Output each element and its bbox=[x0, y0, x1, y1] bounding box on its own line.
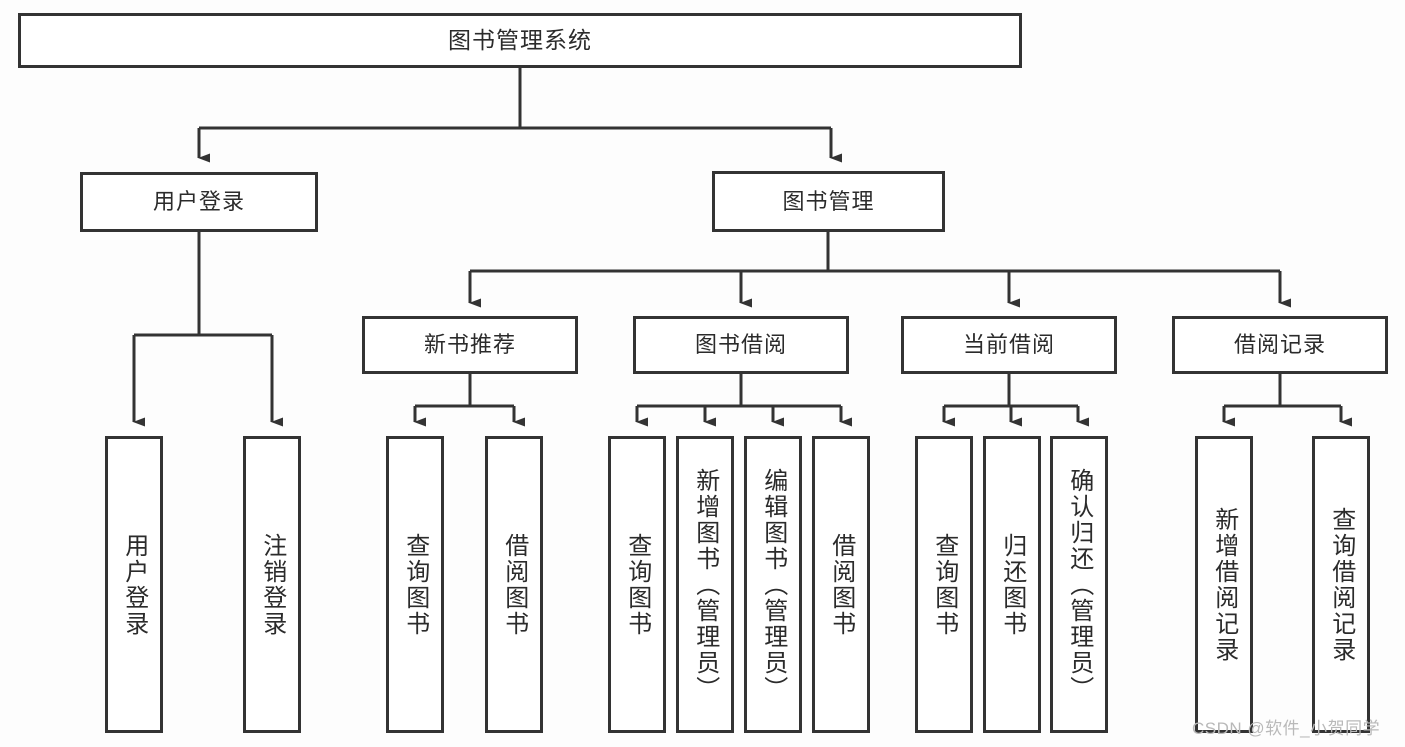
node-label: 当前借阅 bbox=[962, 332, 1055, 358]
node-book-management[interactable]: 图书管理 bbox=[712, 171, 945, 232]
leaf-current-borrow-return-book[interactable]: 归还图书 bbox=[983, 436, 1041, 733]
node-user-login[interactable]: 用户登录 bbox=[80, 172, 318, 232]
node-label: 查询图书 bbox=[623, 532, 651, 637]
leaf-book-borrow-add-book-admin[interactable]: 新增图书（管理员） bbox=[676, 436, 734, 733]
node-label: 图书管理 bbox=[782, 188, 875, 214]
leaf-user-login-login[interactable]: 用户登录 bbox=[105, 436, 163, 733]
node-label: 新增借阅记录 bbox=[1210, 506, 1238, 663]
leaf-book-borrow-query-book[interactable]: 查询图书 bbox=[608, 436, 666, 733]
leaf-book-borrow-edit-book-admin[interactable]: 编辑图书（管理员） bbox=[744, 436, 802, 733]
node-label: 用户登录 bbox=[120, 532, 148, 637]
leaf-new-book-borrow-book[interactable]: 借阅图书 bbox=[485, 436, 543, 733]
node-label: 新增图书（管理员） bbox=[691, 467, 719, 702]
leaf-user-login-logout[interactable]: 注销登录 bbox=[243, 436, 301, 733]
leaf-current-borrow-query-book[interactable]: 查询图书 bbox=[915, 436, 973, 733]
node-label: 确认归还（管理员） bbox=[1065, 467, 1093, 702]
node-label: 查询图书 bbox=[930, 532, 958, 637]
node-label: 查询图书 bbox=[401, 532, 429, 637]
node-root-book-management-system[interactable]: 图书管理系统 bbox=[18, 13, 1022, 68]
node-label: 查询借阅记录 bbox=[1327, 506, 1355, 663]
node-label: 编辑图书（管理员） bbox=[759, 467, 787, 702]
leaf-borrow-record-add-record[interactable]: 新增借阅记录 bbox=[1195, 436, 1253, 733]
node-label: 用户登录 bbox=[152, 189, 245, 215]
leaf-new-book-query-book[interactable]: 查询图书 bbox=[386, 436, 444, 733]
node-label: 借阅图书 bbox=[500, 532, 528, 637]
leaf-borrow-record-query-record[interactable]: 查询借阅记录 bbox=[1312, 436, 1370, 733]
node-label: 借阅图书 bbox=[827, 532, 855, 637]
leaf-book-borrow-borrow-book[interactable]: 借阅图书 bbox=[812, 436, 870, 733]
node-label: 注销登录 bbox=[258, 532, 286, 637]
node-borrow-record[interactable]: 借阅记录 bbox=[1172, 316, 1388, 374]
node-label: 图书借阅 bbox=[694, 332, 787, 358]
node-label: 图书管理系统 bbox=[448, 26, 592, 53]
node-new-book-recommend[interactable]: 新书推荐 bbox=[362, 316, 578, 374]
node-current-borrow[interactable]: 当前借阅 bbox=[901, 316, 1117, 374]
node-label: 新书推荐 bbox=[423, 332, 516, 358]
node-label: 归还图书 bbox=[998, 532, 1026, 637]
leaf-current-borrow-confirm-return-admin[interactable]: 确认归还（管理员） bbox=[1050, 436, 1108, 733]
csdn-watermark: CSDN @软件_小贺同学 bbox=[1192, 719, 1381, 738]
node-book-borrow[interactable]: 图书借阅 bbox=[633, 316, 849, 374]
node-label: 借阅记录 bbox=[1233, 332, 1326, 358]
